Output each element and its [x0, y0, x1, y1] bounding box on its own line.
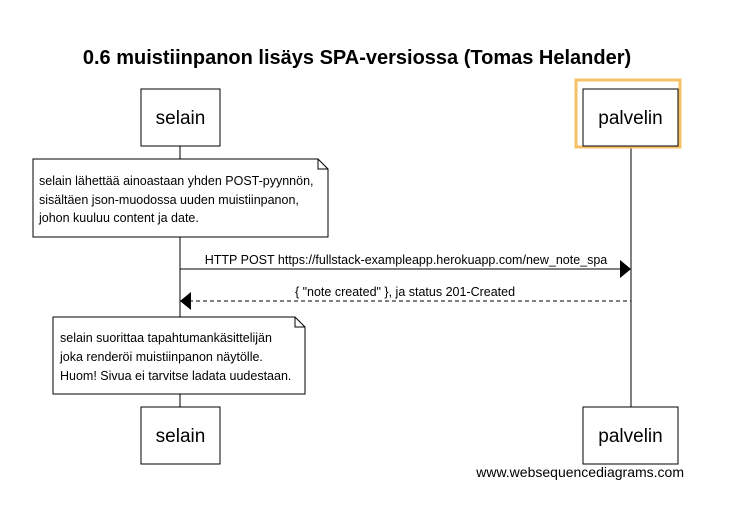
note-2-line-1: selain suorittaa tapahtumankäsittelijän: [60, 331, 272, 345]
diagram-title: 0.6 muistiinpanon lisäys SPA-versiossa (…: [83, 47, 631, 69]
note-1-line-1: selain lähettää ainoastaan yhden POST-py…: [39, 174, 314, 188]
server-participant-top: [582, 88, 679, 147]
note-2-line-3: Huom! Sivua ei tarvitse ladata uudestaan…: [60, 369, 291, 383]
note-2-fold: [294, 317, 305, 328]
message-2-label: { "note created" }, ja status 201-Create…: [295, 285, 515, 299]
server-participant-bottom: [582, 406, 679, 465]
browser-participant-top: [140, 88, 221, 147]
message-2-arrowhead: [180, 292, 191, 310]
message-1-arrowhead: [620, 260, 631, 278]
note-1-fold: [317, 159, 328, 170]
note-2-box: [52, 316, 306, 395]
message-1-label: HTTP POST https://fullstack-exampleapp.h…: [205, 253, 608, 267]
note-1-line-2: sisältäen json-muodossa uuden muistiinpa…: [39, 193, 299, 207]
note-1-box: [32, 158, 329, 238]
browser-participant-bottom-label: selain: [156, 426, 206, 447]
server-participant-top-label: palvelin: [598, 108, 662, 129]
browser-participant-bottom: [140, 406, 221, 465]
note-1-line-3: johon kuuluu content ja date.: [38, 211, 199, 225]
note-2-line-2: joka renderöi muistiinpanon näytölle.: [59, 350, 263, 364]
browser-participant-top-label: selain: [156, 108, 206, 129]
server-highlight-frame: [574, 78, 682, 149]
footer-watermark: www.websequencediagrams.com: [475, 464, 684, 480]
server-participant-bottom-label: palvelin: [598, 426, 662, 447]
